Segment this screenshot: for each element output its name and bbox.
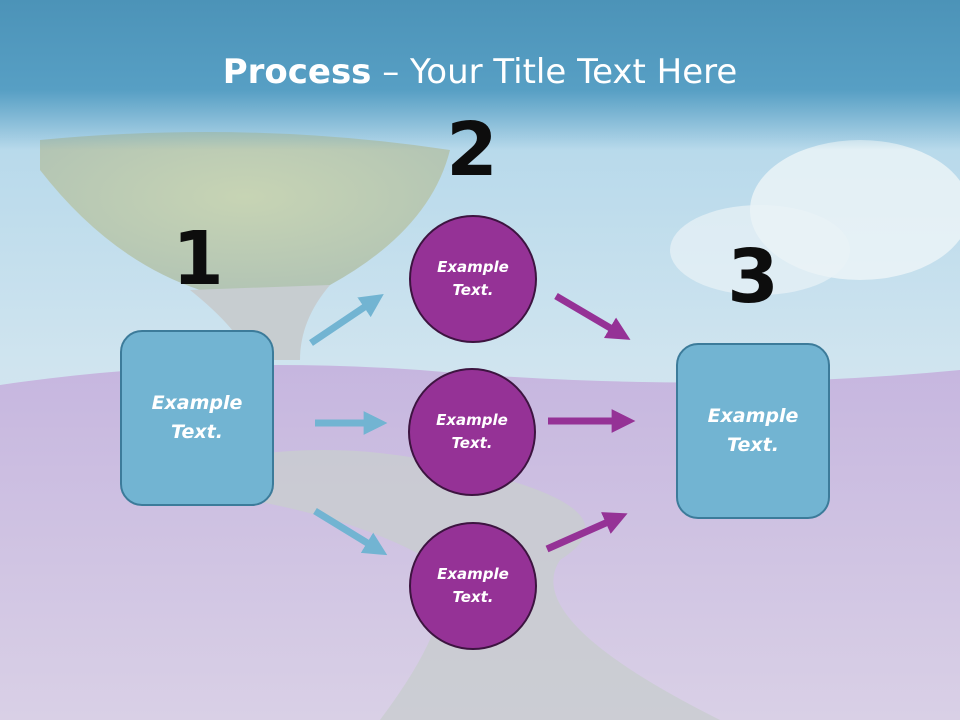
step-number-1: 1 bbox=[172, 216, 224, 302]
title-bar bbox=[0, 0, 960, 150]
slide-title: Process – Your Title Text Here bbox=[0, 52, 960, 92]
arrow-top-to-right bbox=[554, 292, 631, 340]
step-number-2: 2 bbox=[446, 107, 498, 193]
left-process-box: Example Text. bbox=[120, 330, 274, 506]
left-box-label: Example Text. bbox=[151, 392, 243, 443]
right-process-box: Example Text. bbox=[676, 343, 830, 519]
circle-bottom-label: Example Text. bbox=[437, 565, 509, 606]
process-circle-middle: Example Text. bbox=[408, 368, 536, 496]
right-box-label: Example Text. bbox=[707, 405, 799, 456]
circle-top-label: Example Text. bbox=[437, 258, 509, 299]
process-circle-bottom: Example Text. bbox=[409, 522, 537, 650]
title-rest: – Your Title Text Here bbox=[371, 52, 738, 92]
arrow-bottom-to-right bbox=[545, 512, 628, 553]
step-number-3: 3 bbox=[727, 234, 779, 320]
arrow-left-to-top bbox=[309, 294, 384, 346]
circle-middle-label: Example Text. bbox=[436, 411, 508, 452]
arrow-left-to-bottom bbox=[313, 508, 388, 556]
title-bold: Process bbox=[222, 52, 372, 92]
process-circle-top: Example Text. bbox=[409, 215, 537, 343]
